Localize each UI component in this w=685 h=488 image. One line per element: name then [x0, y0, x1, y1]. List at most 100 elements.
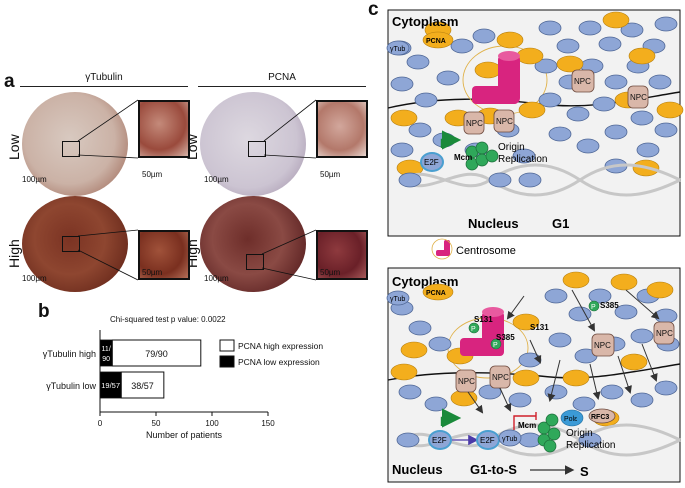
mcm-label: Mcm: [518, 421, 536, 430]
mcm-complex: [465, 141, 499, 171]
inhibition-line: [513, 415, 536, 430]
centrosome-shape: [472, 51, 520, 104]
x-tick-label: 50: [152, 419, 161, 428]
replication-label: Replication: [498, 154, 547, 165]
zoom-connectors: [77, 99, 317, 281]
scale-bar-label: 50µm: [142, 268, 163, 277]
category-label: γTubulin low: [46, 381, 96, 391]
tissue-image-pcna-low: [200, 92, 306, 196]
tissue-image-gamma-low: [22, 92, 128, 196]
scale-bar-label: 100µm: [204, 274, 229, 283]
scale-bar-label: 100µm: [22, 274, 47, 283]
phospho-sites: P S131 S131 P S385 P S385: [468, 300, 619, 350]
data-label: 90: [102, 356, 110, 363]
npc-label: NPC: [656, 329, 673, 338]
col-header-rule: [198, 86, 366, 87]
npc-label: NPC: [466, 119, 483, 128]
npc-label: NPC: [574, 77, 591, 86]
tissue-inset-pcna-high: [316, 230, 368, 280]
origin-label: Origin: [498, 142, 525, 153]
npc-group: [463, 69, 649, 135]
dna-strand: [399, 163, 681, 197]
scale-bar-label: 100µm: [204, 175, 229, 184]
compartment-label-nucleus: Nucleus: [392, 462, 443, 477]
translocation-arrows: [467, 289, 660, 414]
tissue-inset-gamma-high: [138, 230, 190, 280]
svg-text:P: P: [471, 326, 476, 333]
gtub-label: γTub: [390, 296, 405, 303]
svg-text:P: P: [493, 342, 498, 349]
scale-bar-label: 100µm: [22, 175, 47, 184]
npc-label: NPC: [492, 373, 509, 382]
origin-label: Origin: [566, 428, 593, 439]
x-tick-label: 0: [98, 419, 103, 428]
panel-label-b: b: [38, 301, 50, 322]
npc-label: NPC: [630, 93, 647, 102]
tissue-inset-pcna-low: [316, 100, 368, 158]
mcm-label: Mcm: [454, 153, 472, 162]
phase-label: G1: [552, 216, 569, 231]
legend-label-low: PCNA low expression: [238, 357, 320, 367]
data-label: 19/57: [101, 381, 120, 390]
pcna-label: PCNA: [426, 38, 446, 45]
x-tick-label: 150: [261, 419, 275, 428]
gtub-label: γTub: [390, 46, 405, 53]
npc-group: [455, 321, 675, 393]
legend-centrosome: Centrosome: [431, 238, 516, 260]
col-header-rule: [20, 86, 188, 87]
schematic: NPC NPC NPC NPC Cytoplasm γTub PCNA E2F …: [386, 9, 684, 483]
scale-bar-label: 50µm: [320, 170, 341, 179]
bar-segment-pcna-high: [111, 339, 202, 367]
npc-label: NPC: [496, 117, 513, 126]
dna-strand: [399, 163, 681, 197]
svg-text:S385: S385: [496, 333, 515, 342]
tissue-image-pcna-high: [200, 196, 306, 292]
mcm-complex: [537, 413, 561, 453]
activation-arrow: [440, 408, 462, 428]
e2f-label: E2F: [432, 436, 447, 445]
col-header-gamma-tubulin: γTubulin: [85, 72, 123, 83]
rfc3-label: RFC3: [591, 414, 609, 421]
gtub-label: γTub: [502, 436, 517, 443]
panel-label-a: a: [4, 71, 15, 92]
data-label: 11/: [102, 346, 111, 353]
panel-label-c: c: [368, 0, 379, 20]
data-label: 38/57: [131, 381, 154, 391]
phase-label-to: S: [580, 464, 589, 479]
compartment-label-nucleus: Nucleus: [468, 216, 519, 231]
category-label: γTubulin high: [43, 349, 96, 359]
legend-centrosome-label: Centrosome: [456, 245, 516, 257]
activation-arrow: [440, 130, 462, 150]
svg-text:P: P: [591, 304, 596, 311]
replication-label: Replication: [566, 440, 615, 451]
tissue-image-gamma-high: [22, 196, 128, 292]
svg-text:S131: S131: [474, 315, 493, 324]
scale-bar-label: 50µm: [320, 268, 341, 277]
zoom-box: [248, 141, 266, 157]
data-label: 79/90: [145, 349, 168, 359]
compartment-label-cytoplasm: Cytoplasm: [392, 14, 458, 29]
npc-label: NPC: [458, 377, 475, 386]
x-tick-label: 100: [205, 419, 219, 428]
pol-label: Polε: [564, 416, 577, 423]
zoom-box: [246, 254, 264, 270]
npc-label: NPC: [594, 341, 611, 350]
legend-swatch-high: [219, 339, 235, 352]
chart-title: Chi-squared test p value: 0.0022: [110, 315, 226, 324]
bar-chart: Chi-squared test p value: 0.0022 γTubulin…: [43, 315, 324, 440]
zoom-box: [62, 141, 80, 157]
zoom-box: [62, 236, 80, 252]
e2f-label: E2F: [424, 158, 439, 167]
bar-segment-pcna-high: [120, 371, 165, 399]
legend-swatch-low: [219, 355, 235, 368]
col-header-pcna: PCNA: [268, 72, 296, 83]
legend-label-high: PCNA high expression: [238, 341, 323, 351]
svg-text:S131: S131: [530, 323, 549, 332]
svg-text:S385: S385: [600, 301, 619, 310]
scale-bar-label: 50µm: [142, 170, 163, 179]
e2f-label: E2F: [480, 436, 495, 445]
phase-label-from: G1-to-S: [470, 462, 517, 477]
tissue-inset-gamma-low: [138, 100, 190, 158]
nuclear-envelope: [387, 363, 681, 381]
pcna-label: PCNA: [426, 290, 446, 297]
